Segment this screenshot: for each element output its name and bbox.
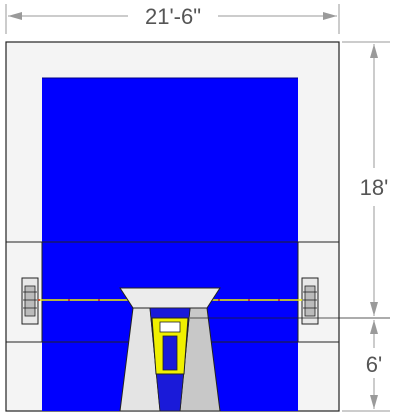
upper-height-label: 18' xyxy=(360,175,389,200)
height-dimension xyxy=(342,41,390,412)
center-stage-structure xyxy=(119,287,221,412)
width-dimension xyxy=(5,4,340,34)
lower-height-label: 6' xyxy=(366,352,382,377)
left-speaker-cluster xyxy=(21,277,39,325)
width-dimension-label: 21'-6" xyxy=(145,4,201,29)
right-speaker-cluster xyxy=(301,277,319,325)
